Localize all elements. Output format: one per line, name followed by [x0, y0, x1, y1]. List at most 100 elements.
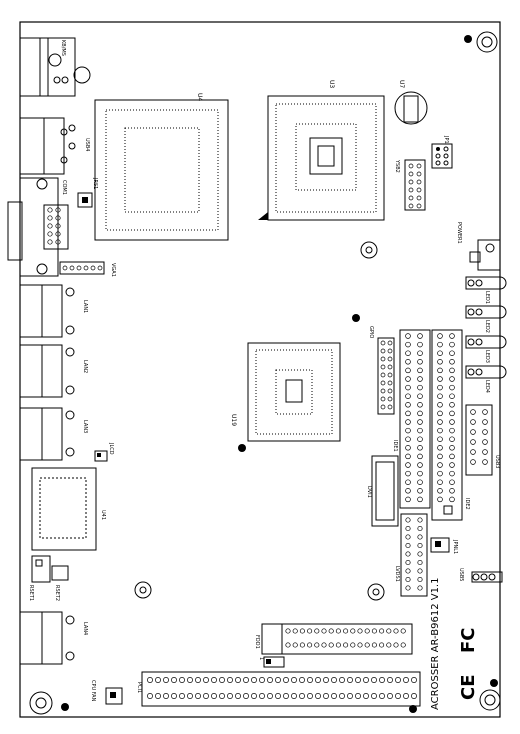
jp-small-label: 1: [258, 657, 264, 660]
fiducial-dot-mid-left: [238, 444, 246, 452]
pci-pin: [275, 693, 281, 699]
pci-pin: [299, 693, 305, 699]
dvi-pin: [405, 525, 411, 532]
u41-chip: [31, 467, 97, 551]
ide1-pin: [417, 479, 423, 485]
ysb-pin: [408, 203, 414, 209]
u19-label: U19: [230, 414, 237, 426]
usb3-pin: [470, 419, 476, 425]
fdd-pin: [393, 628, 399, 634]
pci-pin: [267, 693, 273, 699]
ide1-pin: [417, 453, 423, 460]
pci-pin: [235, 693, 241, 699]
rset1-label: RSET1: [28, 585, 34, 601]
ide2-pin: [437, 419, 443, 425]
usb3-pin: [482, 439, 488, 445]
pci-pin: [227, 677, 233, 683]
usb3-pin: [470, 459, 476, 465]
ide1-pin: [417, 462, 423, 468]
fdd-pin: [285, 628, 291, 634]
ide1-pin: [405, 488, 411, 494]
svg-text:FC: FC: [458, 627, 479, 653]
ide2-pin: [449, 453, 455, 460]
jlcd-header: [94, 450, 108, 462]
u7-battery: [394, 91, 428, 125]
dvi-pin: [405, 559, 411, 566]
fiducial-dot-bottom-mid: [409, 705, 417, 713]
ide1-pin: [405, 384, 411, 391]
fdd-pin: [335, 628, 341, 634]
pci-pin: [371, 693, 377, 699]
gpio-pin: [387, 356, 393, 362]
dvi-header: [400, 513, 428, 597]
ide1-pin: [405, 427, 411, 434]
usb3-pin: [470, 429, 476, 435]
usb3-pin: [470, 439, 476, 445]
u7-label: U7: [398, 80, 405, 88]
fdd-pin: [292, 628, 298, 634]
jdc1-label: JPNL1: [452, 539, 458, 554]
ysb-pin: [416, 179, 422, 185]
ide1-pin: [417, 445, 423, 451]
fcc-mark: FC: [458, 627, 479, 653]
ide1-pin: [417, 367, 423, 374]
ide2-pin: [437, 393, 443, 399]
dvi-pin: [417, 559, 423, 566]
com-pin: [55, 207, 61, 213]
fdd1-label: FDD1: [254, 635, 260, 649]
gpio-pin: [387, 396, 393, 402]
ide1-pin: [417, 359, 423, 365]
vga-pin: [83, 265, 89, 271]
u4-label: U4: [196, 93, 203, 101]
jp1-label: JP1: [443, 135, 449, 144]
ysb-pin: [416, 203, 422, 209]
pci-pin: [203, 693, 209, 699]
fiducial-dot-bottom-left: [61, 703, 69, 711]
pci-pin: [155, 693, 161, 699]
ide1-pin: [405, 341, 411, 348]
u19-chip: [247, 342, 341, 442]
pci-pin: [283, 693, 289, 699]
ide1-pin: [417, 393, 423, 399]
pci-pin: [259, 693, 265, 699]
pci-pin: [307, 693, 313, 699]
pci-pin: [307, 677, 313, 683]
fdd-pin: [328, 628, 334, 634]
pci-pin: [299, 677, 305, 683]
pci-pin: [291, 693, 297, 699]
ysb-pin: [408, 171, 414, 177]
ide1-pin: [417, 436, 423, 442]
ide1-pin: [405, 333, 411, 339]
usb3-pin: [482, 459, 488, 465]
pci-pin: [363, 693, 369, 699]
pci-pin: [315, 677, 321, 683]
fdd-pin: [393, 642, 399, 648]
led-label: LED1: [484, 291, 490, 304]
ide2-pin: [437, 384, 443, 391]
fdd-pin: [299, 628, 305, 634]
fiducial-dot-top-right: [464, 35, 472, 43]
dvi-pin: [405, 568, 411, 574]
pci-pin: [395, 693, 401, 699]
pci-pin: [283, 677, 289, 683]
pci-pin: [331, 677, 337, 683]
ide1-pin: [405, 436, 411, 442]
dvi-pin: [405, 534, 411, 540]
u3-label: U3: [328, 80, 335, 88]
ysb-pin: [416, 195, 422, 201]
pci-pin: [203, 677, 209, 683]
pci-pin: [403, 693, 409, 699]
fdd-pin: [350, 628, 356, 634]
usb5-label: USB5: [458, 568, 464, 581]
fdd-pin: [307, 628, 313, 634]
led-label: LED4: [484, 380, 490, 393]
led-label: LED3: [484, 350, 490, 363]
jrs1-header: [77, 192, 93, 208]
ide2-pin: [449, 333, 455, 339]
fdd-pin: [321, 628, 327, 634]
fdd-pin: [343, 642, 349, 648]
mounting-hole-bottom-right: [479, 689, 501, 711]
ide1-pin: [417, 427, 423, 434]
pci-pin: [259, 677, 265, 683]
